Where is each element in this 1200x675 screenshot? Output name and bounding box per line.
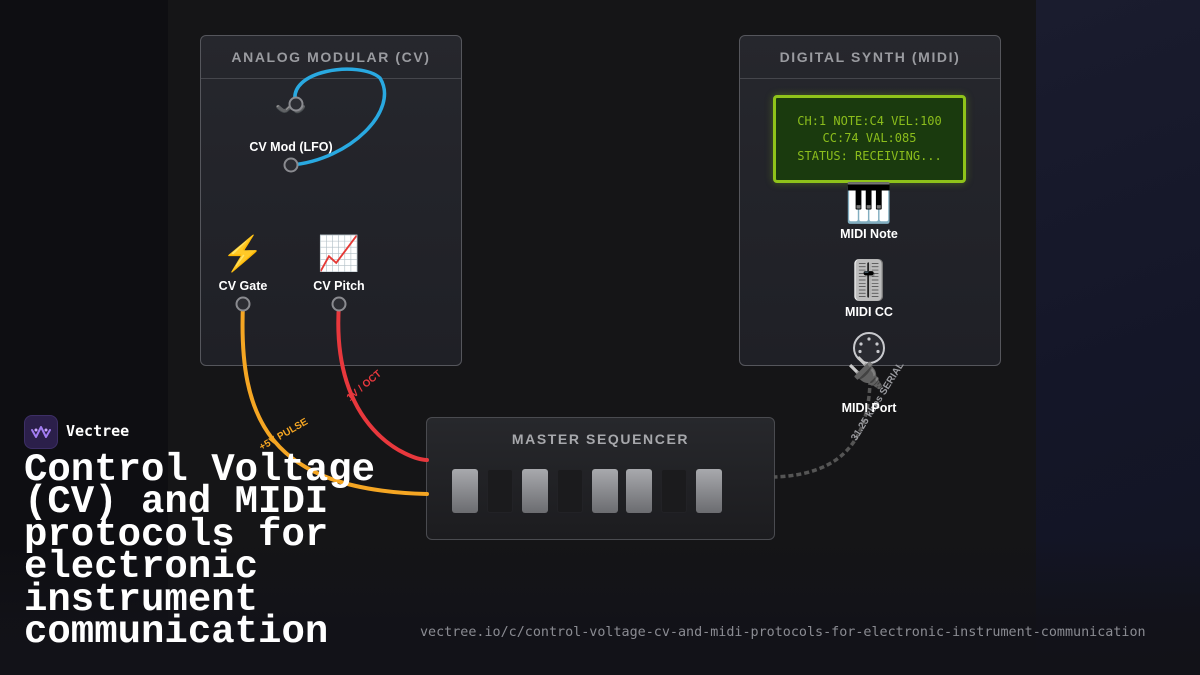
- page-url[interactable]: vectree.io/c/control-voltage-cv-and-midi…: [420, 625, 1146, 640]
- sequencer-step[interactable]: [487, 469, 513, 513]
- digital-panel-title: DIGITAL SYNTH (MIDI): [740, 36, 1000, 79]
- lcd-display: CH:1 NOTE:C4 VEL:100 CC:74 VAL:085 STATU…: [773, 95, 966, 183]
- piano-keys-icon: 🎹: [845, 183, 893, 225]
- plug-icon: 🔌: [847, 357, 885, 390]
- sequencer-step[interactable]: [696, 469, 722, 513]
- lightning-icon: ⚡: [221, 235, 265, 273]
- midi-port-label: MIDI Port: [841, 401, 897, 415]
- bottom-gradient: [0, 540, 1200, 675]
- sequencer-step[interactable]: [557, 469, 583, 513]
- lcd-line: STATUS: RECEIVING...: [797, 148, 942, 163]
- cv-mod-jack-top[interactable]: [288, 96, 304, 112]
- analog-modular-panel: ANALOG MODULAR (CV): [200, 35, 462, 366]
- cv-gate-jack[interactable]: [235, 296, 251, 312]
- sequencer-step[interactable]: [626, 469, 652, 513]
- midi-cc-label: MIDI CC: [845, 305, 893, 319]
- cv-mod-label: CV Mod (LFO): [249, 140, 333, 154]
- sequencer-step[interactable]: [522, 469, 548, 513]
- sequencer-step[interactable]: [452, 469, 478, 513]
- cv-pitch-label: CV Pitch: [313, 279, 365, 293]
- chart-increasing-icon: 📈: [317, 235, 361, 273]
- lcd-line: CC:74 VAL:085: [822, 131, 917, 146]
- sequencer-step[interactable]: [592, 469, 618, 513]
- sequencer-step[interactable]: [661, 469, 687, 513]
- waveform-logo-icon: [24, 415, 58, 449]
- midi-din-port-icon[interactable]: [852, 331, 886, 365]
- page-title: Control Voltage (CV) and MIDI protocols …: [24, 448, 376, 655]
- brand-name: Vectree: [66, 422, 130, 440]
- analog-panel-title: ANALOG MODULAR (CV): [201, 36, 461, 79]
- slider-icon: 🎚️: [845, 260, 893, 302]
- midi-note-label: MIDI Note: [840, 227, 898, 241]
- lcd-line: CH:1 NOTE:C4 VEL:100: [797, 113, 942, 128]
- cv-pitch-jack[interactable]: [331, 296, 347, 312]
- digital-synth-panel: DIGITAL SYNTH (MIDI): [739, 35, 1001, 366]
- cv-mod-jack[interactable]: [283, 157, 299, 173]
- sequencer-title: MASTER SEQUENCER: [511, 431, 690, 447]
- cv-gate-label: CV Gate: [218, 279, 268, 293]
